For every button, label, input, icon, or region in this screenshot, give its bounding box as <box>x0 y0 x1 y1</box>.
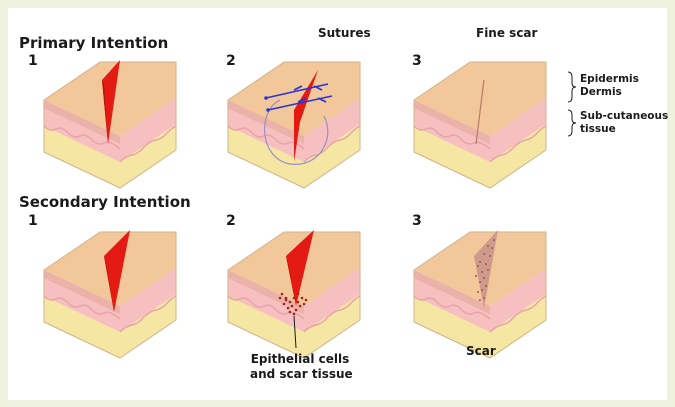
suture-stitch-1 <box>265 83 329 99</box>
scar-label: Scar <box>466 344 496 358</box>
sutured-wound <box>294 70 318 162</box>
secondary-step-1: 1 <box>28 213 38 229</box>
epithelial-cell-dots <box>278 292 308 316</box>
epithelial-label-line2: and scar tissue <box>250 367 353 381</box>
scar-dots <box>475 239 495 301</box>
primary-step-3: 3 <box>412 53 422 69</box>
primary-block-3 <box>413 61 547 189</box>
primary-block-1 <box>43 60 177 189</box>
secondary-block-3 <box>413 230 547 359</box>
primary-step-2: 2 <box>226 53 236 69</box>
subcutaneous-label-line1: Sub-cutaneous <box>580 110 669 122</box>
epithelial-pointer <box>293 315 297 349</box>
healing-wound <box>286 230 314 306</box>
primary-block-2 <box>227 61 361 189</box>
epithelial-label-line1: Epithelial cells <box>250 352 350 366</box>
epidermis-label: Epidermis <box>580 73 639 85</box>
suture-needle-path <box>263 99 329 165</box>
epithelial-label: Epithelial cells and scar tissue <box>250 352 353 382</box>
scar-tissue <box>474 230 498 308</box>
subcutaneous-brace <box>567 109 577 137</box>
secondary-block-1 <box>43 230 177 359</box>
secondary-block-2 <box>227 230 361 359</box>
fine-scar-label: Fine scar <box>476 26 538 40</box>
subcutaneous-label-line2: tissue <box>580 123 616 135</box>
fine-scar-line <box>475 79 485 145</box>
secondary-step-3: 3 <box>412 213 422 229</box>
dermis-label: Dermis <box>580 86 622 98</box>
primary-step-1: 1 <box>28 53 38 69</box>
secondary-intention-heading: Secondary Intention <box>19 193 191 211</box>
epidermis-dermis-brace <box>567 71 577 103</box>
primary-intention-heading: Primary Intention <box>19 34 169 52</box>
sutures-label: Sutures <box>318 26 371 40</box>
suture-stitch-2 <box>267 95 333 111</box>
secondary-step-2: 2 <box>226 213 236 229</box>
